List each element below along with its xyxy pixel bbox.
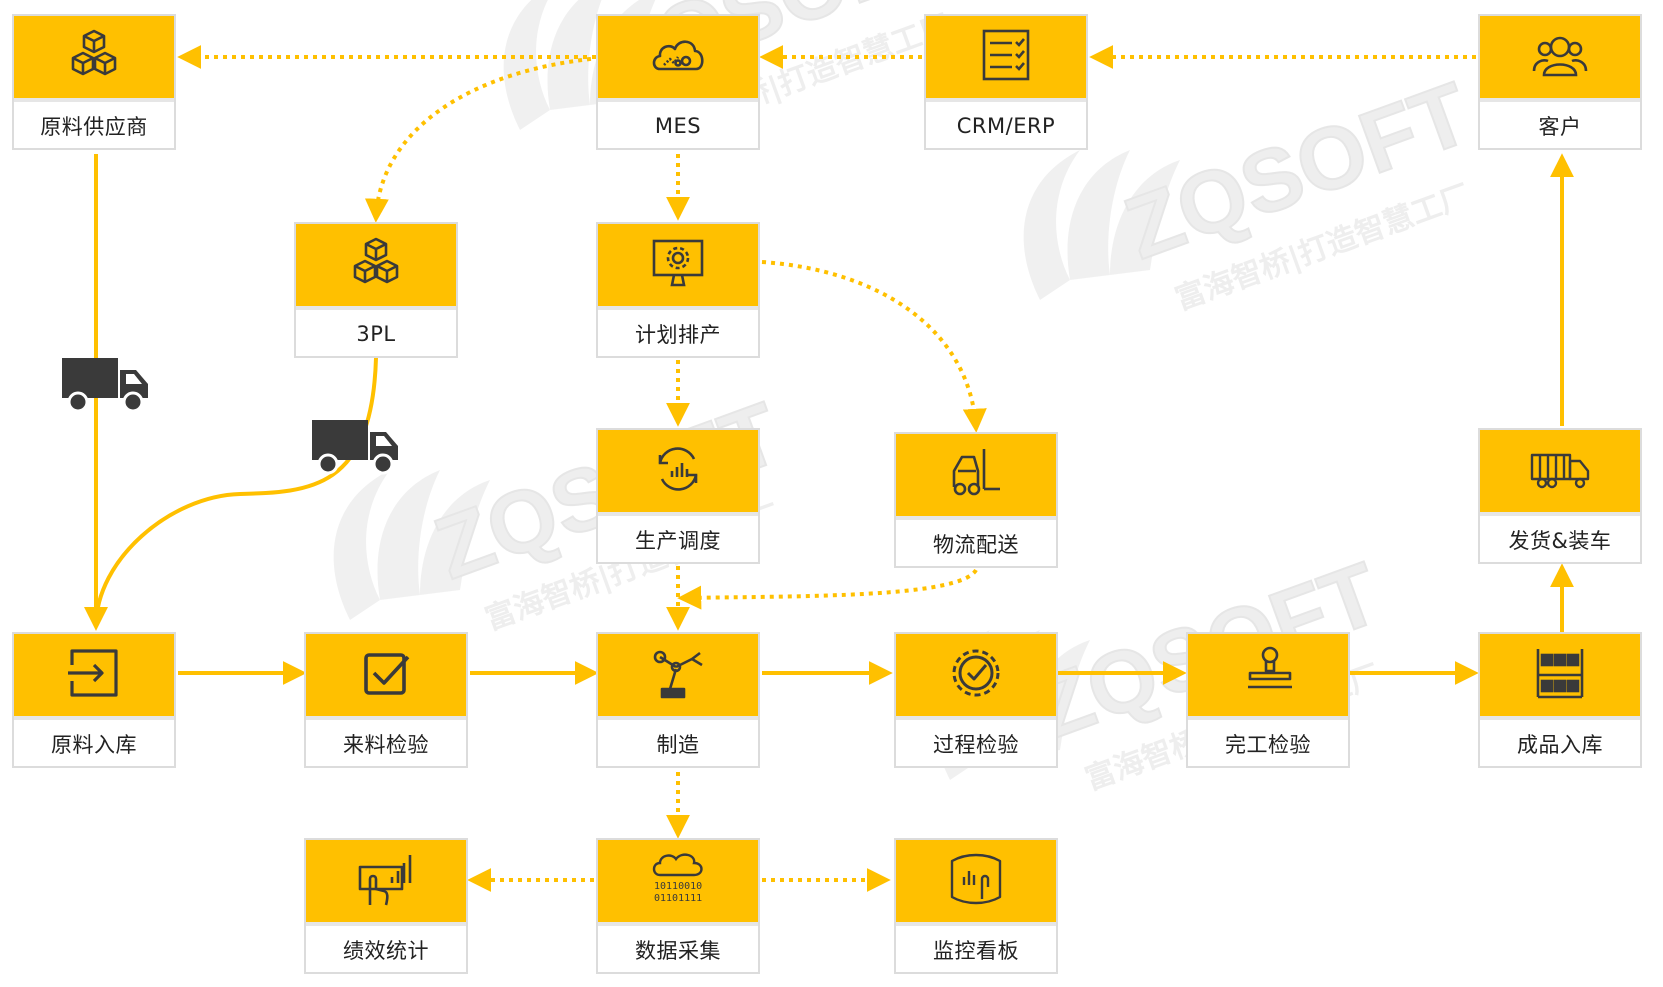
cloud-gears-icon — [648, 25, 708, 89]
node-performance[interactable]: 绩效统计 — [304, 838, 468, 974]
node-label: 监控看板 — [933, 939, 1019, 963]
node-label: MES — [654, 114, 702, 138]
node-logistics[interactable]: 物流配送 — [894, 432, 1058, 568]
node-label: 数据采集 — [635, 939, 721, 963]
node-label: 3PL — [356, 322, 396, 346]
node-label: 过程检验 — [933, 733, 1019, 757]
cubes-icon — [64, 25, 124, 89]
node-fg-in[interactable]: 成品入库 — [1478, 632, 1642, 768]
badge-check-icon — [946, 643, 1006, 707]
svg-text:01101111: 01101111 — [654, 893, 702, 904]
node-customer[interactable]: 客户 — [1478, 14, 1642, 150]
node-label: 客户 — [1538, 115, 1582, 139]
node-label: CRM/ERP — [956, 114, 1056, 138]
node-data-collect[interactable]: 10110010 01101111 数据采集 — [596, 838, 760, 974]
node-label: 生产调度 — [635, 529, 721, 553]
stamp-icon — [1238, 643, 1298, 707]
svg-text:10110010: 10110010 — [654, 881, 702, 892]
cycle-chart-icon — [648, 439, 708, 503]
node-3pl[interactable]: 3PL — [294, 222, 458, 358]
checkbox-icon — [356, 643, 416, 707]
node-label: 来料检验 — [343, 733, 429, 757]
node-label: 发货&装车 — [1508, 529, 1612, 553]
node-planning[interactable]: 计划排产 — [596, 222, 760, 358]
node-label: 原料供应商 — [40, 115, 148, 139]
node-mes[interactable]: MES — [596, 14, 760, 150]
node-crm-erp[interactable]: CRM/ERP — [924, 14, 1088, 150]
monitor-gear-icon — [648, 233, 708, 297]
node-label: 制造 — [656, 733, 700, 757]
node-supplier[interactable]: 原料供应商 — [12, 14, 176, 150]
node-label: 原料入库 — [51, 733, 137, 757]
node-process-qc[interactable]: 过程检验 — [894, 632, 1058, 768]
touch-chart-icon — [356, 849, 416, 913]
shelf-icon — [1530, 643, 1590, 707]
node-label: 绩效统计 — [343, 939, 429, 963]
dashboard-screen-icon — [946, 849, 1006, 913]
watermark-brand: ZQSOFT — [1113, 63, 1482, 278]
node-label: 物流配送 — [933, 533, 1019, 557]
forklift-icon — [946, 443, 1006, 507]
node-dispatch[interactable]: 生产调度 — [596, 428, 760, 564]
node-final-qc[interactable]: 完工检验 — [1186, 632, 1350, 768]
node-raw-in[interactable]: 原料入库 — [12, 632, 176, 768]
supplier-truck-icon — [60, 354, 152, 418]
node-label: 计划排产 — [635, 323, 721, 347]
arrow-mes-to-tpl — [364, 56, 601, 223]
arrow-planning-to-logistics — [761, 260, 987, 433]
users-icon — [1530, 25, 1590, 89]
node-label: 成品入库 — [1517, 733, 1603, 757]
node-manufacture[interactable]: 制造 — [596, 632, 760, 768]
node-shipping[interactable]: 发货&装车 — [1478, 428, 1642, 564]
node-monitor[interactable]: 监控看板 — [894, 838, 1058, 974]
watermark-slogan: 富海智桥|打造智慧工厂 — [1171, 178, 1475, 317]
tpl-truck-icon — [310, 416, 402, 480]
cubes-icon — [346, 233, 406, 297]
sign-in-icon — [64, 643, 124, 707]
arrow-logistics-to-manufacture — [677, 568, 978, 610]
checklist-icon — [976, 25, 1036, 89]
robot-arm-icon — [648, 643, 708, 707]
data-cloud-icon: 10110010 01101111 — [648, 849, 708, 913]
truck-icon — [1530, 439, 1590, 503]
node-incoming-qc[interactable]: 来料检验 — [304, 632, 468, 768]
node-label: 完工检验 — [1225, 733, 1311, 757]
